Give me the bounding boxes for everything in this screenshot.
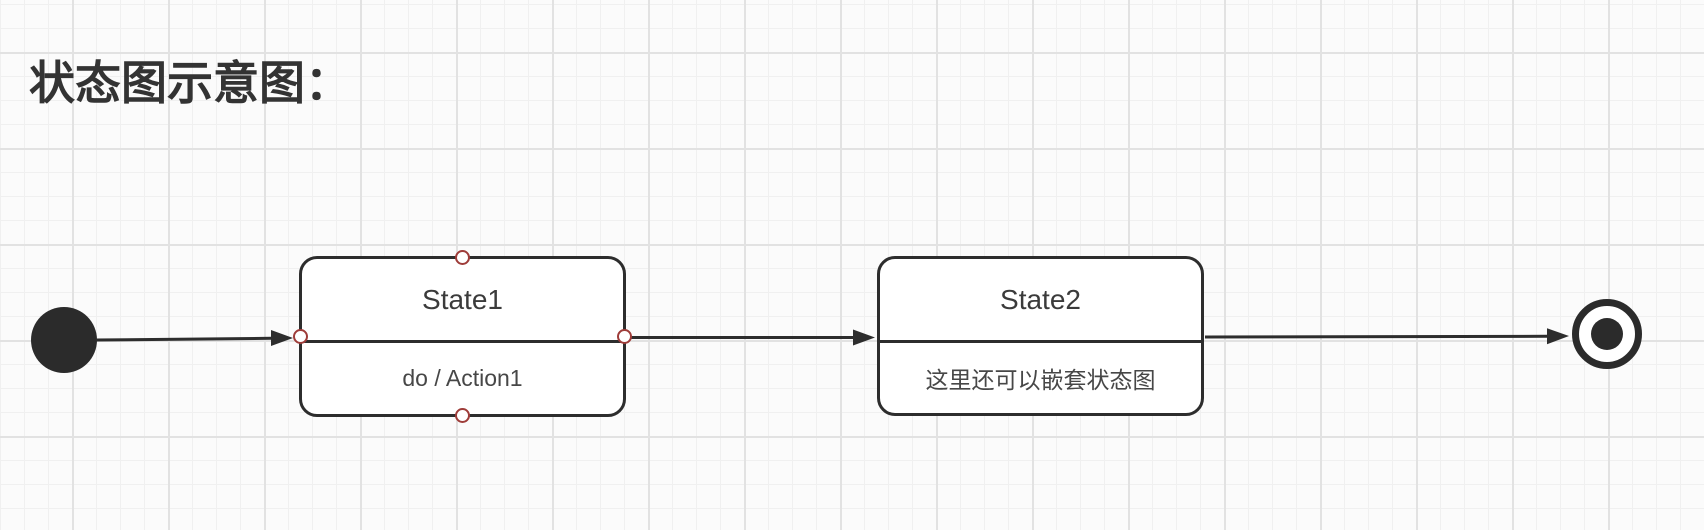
transition-state1-to-state2[interactable] [629,329,875,346]
state-node-state1[interactable]: State1 do / Action1 [293,250,632,423]
final-state-inner-dot [1591,318,1623,350]
diagram-title: 状态图示意图： [29,57,351,109]
state2-compartment-divider [880,340,1201,343]
state1-activity-label: do / Action1 [402,365,523,391]
initial-state-node[interactable] [31,307,97,373]
state1-name-label: State1 [422,283,503,315]
state2-name-label: State2 [1000,283,1081,315]
connection-handle-bottom[interactable] [455,408,470,423]
state1-compartment-divider [302,340,623,343]
state2-activity-label: 这里还可以嵌套状态图 [925,367,1156,393]
final-state-node[interactable] [1572,299,1642,369]
state-node-state2[interactable]: State2 这里还可以嵌套状态图 [877,256,1204,416]
transition-initial-to-state1[interactable] [95,330,293,346]
connection-handle-left[interactable] [293,329,308,344]
connection-handle-top[interactable] [455,250,470,265]
transition-state2-to-final[interactable] [1204,328,1569,345]
connection-handle-right[interactable] [617,329,632,344]
